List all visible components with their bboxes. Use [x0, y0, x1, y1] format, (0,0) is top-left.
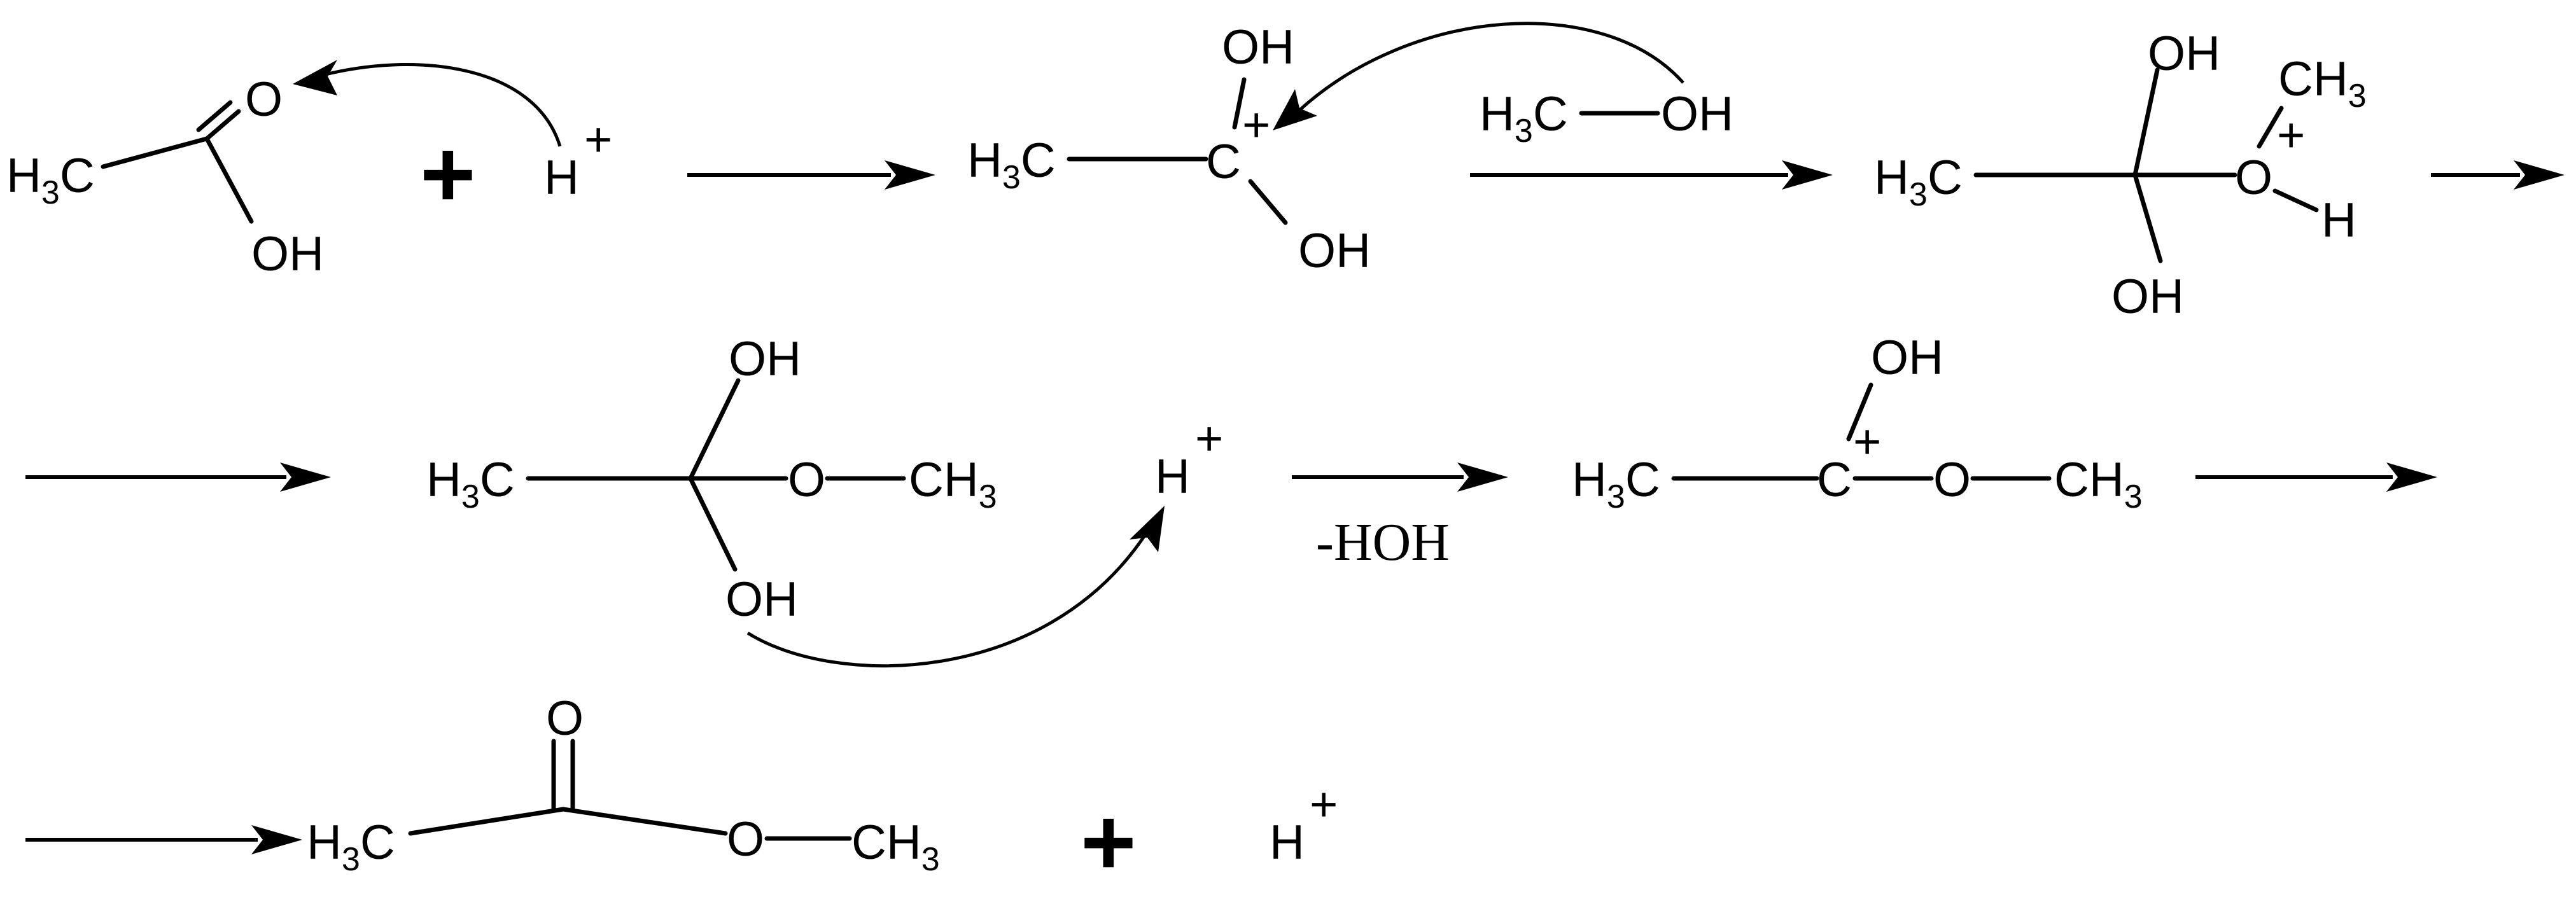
svg-text:CH3: CH3: [909, 453, 997, 515]
curved-arrow-1: [293, 60, 562, 147]
h3c-h: H: [1480, 87, 1515, 141]
oh-top: OH: [1871, 331, 1943, 385]
h3c-h: H: [967, 134, 1002, 188]
oh-bottom: OH: [1298, 224, 1371, 278]
h3c-sub: 3: [1515, 113, 1533, 150]
reaction-arrow-4: [25, 462, 331, 492]
plus-sign-2: +: [1081, 788, 1137, 895]
h3c-sub: 3: [1909, 176, 1928, 213]
reaction-arrow-2: [1470, 160, 1833, 190]
svg-text:H3C: H3C: [967, 134, 1056, 196]
proton-2: H +: [1155, 412, 1223, 504]
h3c-c: C: [1533, 87, 1568, 141]
ether-o: O: [1933, 453, 1971, 507]
tetrahedral-intermediate: H3C OH OH O CH3: [426, 332, 997, 627]
cation-charge: +: [1242, 98, 1270, 152]
reaction-arrow-7: [25, 825, 302, 854]
h3c-h: H: [1874, 151, 1909, 205]
acetic-acid: H3C O OH: [6, 73, 324, 281]
cation-c: C: [1817, 453, 1852, 507]
svg-text:H3C: H3C: [1480, 87, 1568, 150]
ch3-sub: 3: [921, 841, 940, 878]
h3c-c: C: [1625, 453, 1660, 507]
reaction-arrow-6: [2195, 462, 2437, 492]
h3c-sub: 3: [41, 174, 60, 211]
ch3-sub: 3: [979, 478, 997, 515]
ch3-sub: 3: [2348, 78, 2367, 115]
reaction-arrow-5: [1292, 462, 1508, 492]
svg-text:CH3: CH3: [2278, 52, 2367, 115]
proton-h: H: [1270, 816, 1305, 870]
reaction-arrow-3: [2431, 160, 2565, 190]
ether-o: O: [788, 453, 825, 507]
h3c-sub: 3: [461, 478, 480, 515]
ch3-c: CH: [2054, 453, 2124, 507]
curved-arrow-3: [746, 506, 1165, 667]
h3c-c: C: [480, 453, 515, 507]
svg-text:H3C: H3C: [426, 453, 515, 515]
cation-charge: +: [1853, 415, 1881, 469]
reaction-arrow-1: [687, 160, 935, 190]
h3c-h: H: [1572, 453, 1607, 507]
methanol-oh: OH: [1661, 87, 1733, 141]
proton-charge: +: [1195, 412, 1223, 466]
oh-bottom: OH: [2111, 270, 2184, 324]
proton-1: H +: [544, 113, 612, 205]
proton-h: H: [1155, 450, 1190, 504]
h3c-h: H: [426, 453, 461, 507]
curved-arrow-2: [1273, 22, 1684, 130]
h3c-c: C: [60, 149, 95, 203]
oxonium-h: H: [2321, 193, 2356, 247]
plus-sign-1: +: [420, 120, 476, 227]
oxonium-intermediate: H3C OH OH O + CH3 H: [1874, 27, 2367, 324]
oh-top: OH: [1222, 20, 1294, 74]
svg-text:H3C: H3C: [1572, 453, 1660, 515]
h3c-sub: 3: [1002, 159, 1021, 196]
carbocation-ester: H3C C + OH O CH3: [1572, 331, 2143, 515]
hydroxyl-oh: OH: [251, 227, 324, 281]
carbonyl-o: O: [546, 692, 584, 746]
cation-c: C: [1206, 135, 1241, 189]
protonated-acid: H3C C + OH OH: [967, 20, 1371, 278]
proton-3: H +: [1270, 777, 1338, 870]
oxonium-o: O: [2235, 151, 2272, 205]
oh-top: OH: [729, 332, 801, 386]
svg-text:CH3: CH3: [851, 816, 940, 878]
ester-o: O: [727, 812, 764, 866]
leaving-water-label: -HOH: [1316, 513, 1450, 572]
methyl-acetate: H3C O O CH3: [307, 692, 940, 878]
ch3-c: CH: [909, 453, 979, 507]
h3c-h: H: [6, 149, 41, 203]
proton-charge: +: [584, 113, 612, 167]
h3c-sub: 3: [342, 841, 360, 878]
svg-text:H3C: H3C: [1874, 151, 1963, 213]
ch3-c: CH: [851, 816, 921, 870]
h3c-h: H: [307, 816, 342, 870]
oxonium-charge: +: [2277, 108, 2305, 162]
svg-text:H3C: H3C: [6, 149, 95, 211]
proton-h: H: [544, 151, 579, 205]
proton-charge: +: [1310, 777, 1338, 831]
methanol: H3C OH: [1480, 87, 1733, 150]
ch3-sub: 3: [2124, 478, 2143, 515]
h3c-sub: 3: [1607, 478, 1625, 515]
carbonyl-o: O: [245, 73, 283, 127]
svg-text:CH3: CH3: [2054, 453, 2143, 515]
h3c-c: C: [1928, 151, 1963, 205]
oh-top: OH: [2148, 27, 2220, 81]
ch3-c: CH: [2278, 52, 2348, 106]
h3c-c: C: [360, 816, 395, 870]
h3c-c: C: [1021, 134, 1056, 188]
svg-text:H3C: H3C: [307, 816, 395, 878]
oh-bottom: OH: [725, 573, 798, 627]
